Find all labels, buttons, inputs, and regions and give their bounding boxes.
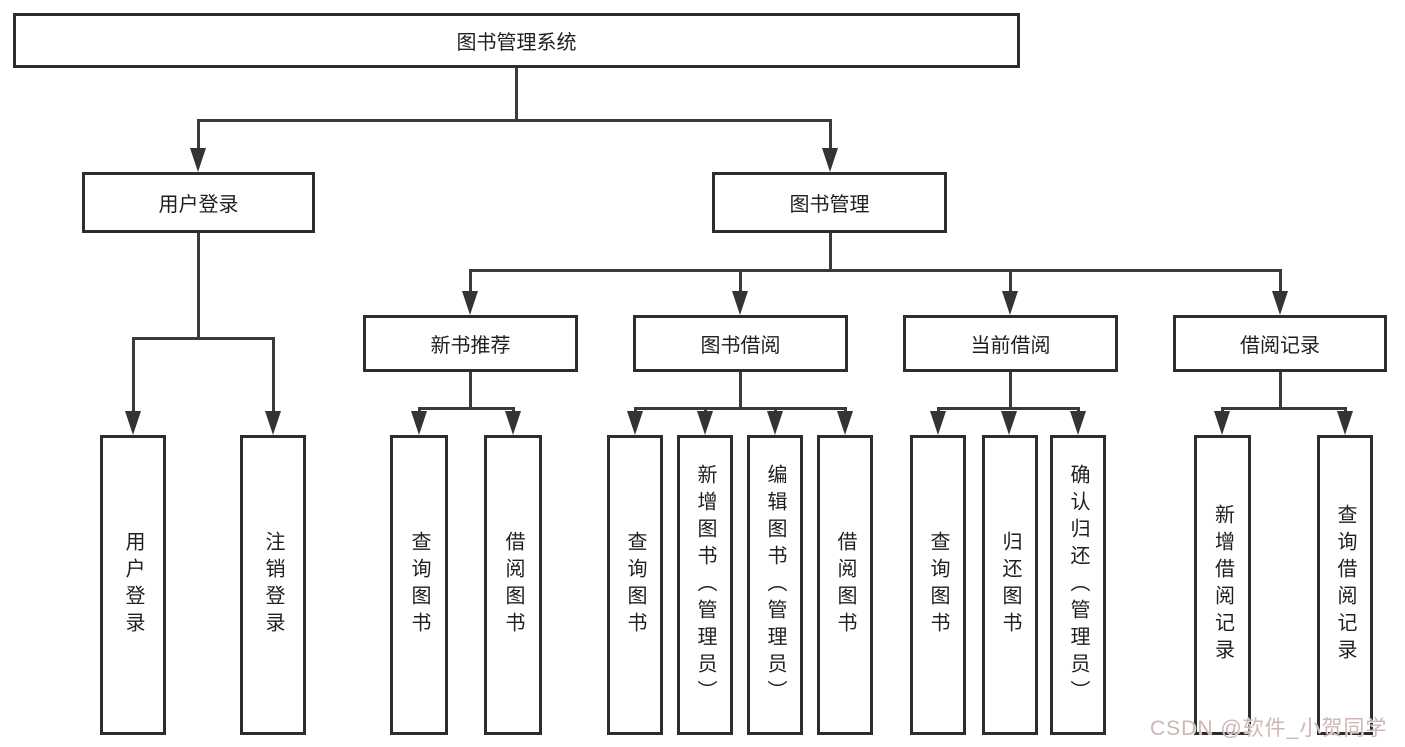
- leaf-query-books-current: 查询图书: [910, 435, 966, 735]
- node-label: 借阅图书: [834, 531, 856, 639]
- arrow-down-icon: [265, 411, 281, 435]
- arrow-down-icon: [732, 291, 748, 315]
- connector-line: [1009, 372, 1012, 410]
- node-label: 查询图书: [927, 531, 949, 639]
- connector-line: [469, 269, 472, 294]
- node-label: 查询图书: [408, 531, 430, 639]
- arrow-down-icon: [1001, 411, 1017, 435]
- node-user-login: 用户登录: [82, 172, 315, 233]
- node-label: 用户登录: [122, 531, 144, 639]
- node-new-book-recommend: 新书推荐: [363, 315, 578, 372]
- connector-line: [132, 337, 275, 340]
- arrow-down-icon: [505, 411, 521, 435]
- node-label: 借阅图书: [502, 531, 524, 639]
- node-label: 归还图书: [999, 531, 1021, 639]
- arrow-down-icon: [1214, 411, 1230, 435]
- connector-line: [937, 407, 1080, 410]
- leaf-return-books: 归还图书: [982, 435, 1038, 735]
- arrow-down-icon: [125, 411, 141, 435]
- leaf-add-book-admin: 新增图书（管理员）: [677, 435, 733, 735]
- node-book-borrow: 图书借阅: [633, 315, 848, 372]
- arrow-down-icon: [1070, 411, 1086, 435]
- arrow-down-icon: [1002, 291, 1018, 315]
- connector-line: [418, 407, 515, 410]
- node-label: 注销登录: [262, 531, 284, 639]
- leaf-borrow-books: 借阅图书: [817, 435, 873, 735]
- leaf-confirm-return-admin: 确认归还（管理员）: [1050, 435, 1106, 735]
- node-label: 新书推荐: [430, 335, 511, 357]
- node-current-borrow: 当前借阅: [903, 315, 1118, 372]
- node-label: 借阅记录: [1240, 335, 1320, 357]
- arrow-down-icon: [822, 148, 838, 172]
- leaf-query-borrow-record: 查询借阅记录: [1317, 435, 1373, 735]
- leaf-borrow-books-recommend: 借阅图书: [484, 435, 542, 735]
- arrow-down-icon: [462, 291, 478, 315]
- connector-line: [1279, 372, 1282, 410]
- node-label: 用户登录: [158, 194, 239, 216]
- arrow-down-icon: [1337, 411, 1353, 435]
- connector-line: [197, 119, 200, 151]
- connector-line: [469, 269, 1282, 272]
- node-label: 确认归还（管理员）: [1067, 463, 1089, 707]
- connector-line: [1221, 407, 1347, 410]
- connector-line: [197, 119, 832, 122]
- node-label: 图书管理: [789, 194, 870, 216]
- node-root: 图书管理系统: [13, 13, 1020, 68]
- connector-line: [829, 119, 832, 151]
- leaf-query-books-borrow: 查询图书: [607, 435, 663, 735]
- arrow-down-icon: [697, 411, 713, 435]
- arrow-down-icon: [930, 411, 946, 435]
- node-label: 查询图书: [624, 531, 646, 639]
- node-label: 图书借阅: [700, 335, 781, 357]
- leaf-logout: 注销登录: [240, 435, 306, 735]
- node-label: 图书管理系统: [456, 32, 577, 54]
- node-label: 新增借阅记录: [1211, 504, 1234, 666]
- arrow-down-icon: [627, 411, 643, 435]
- node-borrow-records: 借阅记录: [1173, 315, 1387, 372]
- connector-line: [272, 337, 275, 413]
- node-label: 查询借阅记录: [1334, 504, 1356, 666]
- leaf-user-login: 用户登录: [100, 435, 166, 735]
- arrow-down-icon: [767, 411, 783, 435]
- connector-line: [1009, 269, 1012, 294]
- connector-line: [739, 269, 742, 294]
- connector-line: [739, 372, 742, 410]
- arrow-down-icon: [190, 148, 206, 172]
- connector-line: [1279, 269, 1282, 294]
- connector-line: [634, 407, 847, 410]
- connector-line: [829, 233, 832, 272]
- connector-line: [197, 233, 200, 340]
- node-label: 新增图书（管理员）: [694, 463, 716, 707]
- node-label: 编辑图书（管理员）: [764, 463, 786, 707]
- arrow-down-icon: [837, 411, 853, 435]
- arrow-down-icon: [1272, 291, 1288, 315]
- connector-line: [132, 337, 135, 413]
- csdn-watermark: CSDN @软件_小贺同学: [1150, 717, 1388, 740]
- connector-line: [515, 68, 518, 121]
- leaf-add-borrow-record: 新增借阅记录: [1194, 435, 1251, 735]
- node-book-management: 图书管理: [712, 172, 947, 233]
- node-label: 当前借阅: [970, 335, 1051, 357]
- leaf-edit-book-admin: 编辑图书（管理员）: [747, 435, 803, 735]
- leaf-query-books-recommend: 查询图书: [390, 435, 448, 735]
- arrow-down-icon: [411, 411, 427, 435]
- connector-line: [469, 372, 472, 410]
